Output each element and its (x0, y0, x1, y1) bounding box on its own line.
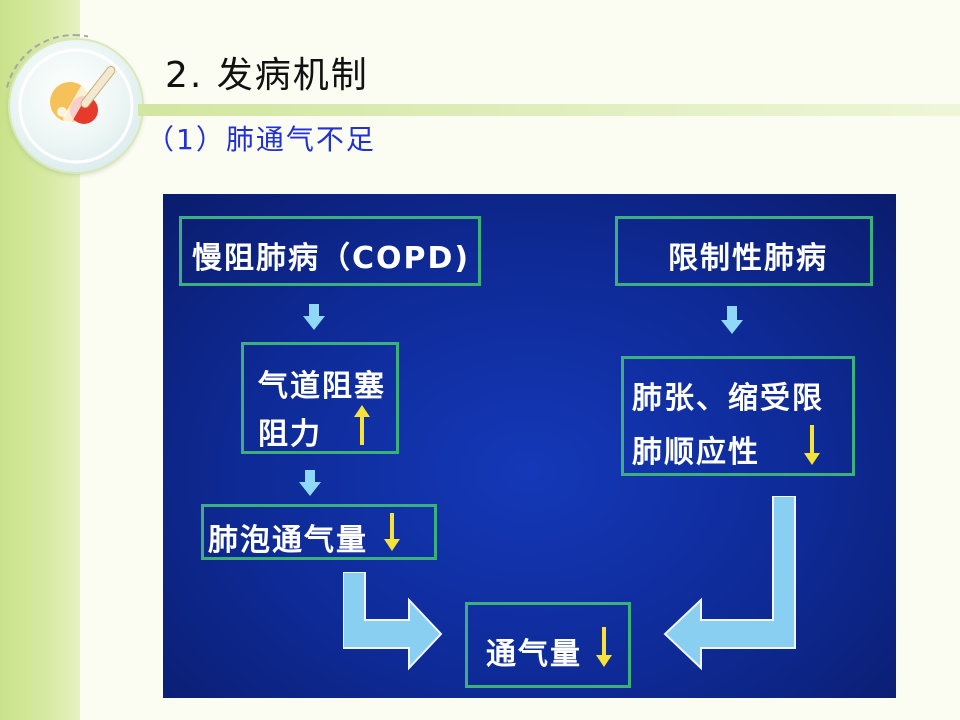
flow-arrow-left-to-ventilation (343, 572, 443, 671)
copd-box: 慢阻肺病（COPD) (179, 216, 481, 286)
restrictive-box: 限制性肺病 (615, 216, 873, 286)
up-arrow-icon (354, 405, 370, 445)
slide-title: 2. 发病机制 (165, 55, 369, 96)
lung-line1: 肺张、缩受限 (632, 381, 824, 416)
restrictive-label: 限制性肺病 (668, 241, 828, 276)
title-underline-band (138, 104, 960, 116)
flowchart-panel: 慢阻肺病（COPD) 限制性肺病 气道阻塞 阻力 肺张、缩受限 肺顺应性 肺泡通… (163, 194, 896, 698)
copd-label: 慢阻肺病（COPD) (192, 241, 471, 276)
logo-badge (4, 34, 142, 172)
down-arrow-icon (721, 306, 743, 334)
flow-arrow-right-to-ventilation (663, 496, 796, 671)
airway-obstruction-box: 气道阻塞 阻力 (241, 342, 399, 454)
alveolar-ventilation-box: 肺泡通气量 (201, 504, 437, 560)
down-arrow-icon (299, 470, 321, 496)
down-arrow-yellow-icon (384, 513, 400, 551)
down-arrow-icon (303, 304, 325, 330)
lung-compliance-box: 肺张、缩受限 肺顺应性 (621, 356, 855, 476)
test-tubes-icon (18, 48, 134, 164)
ventilation-box: 通气量 (465, 602, 631, 688)
lung-line2: 肺顺应性 (632, 435, 760, 470)
alveolar-label: 肺泡通气量 (208, 523, 368, 558)
ventilation-label: 通气量 (486, 637, 582, 672)
airway-line1: 气道阻塞 (258, 369, 386, 404)
down-arrow-yellow-icon (596, 627, 612, 667)
down-arrow-yellow-icon (804, 425, 820, 465)
airway-line2: 阻力 (258, 417, 322, 452)
slide-subtitle: （1）肺通气不足 (146, 123, 376, 156)
